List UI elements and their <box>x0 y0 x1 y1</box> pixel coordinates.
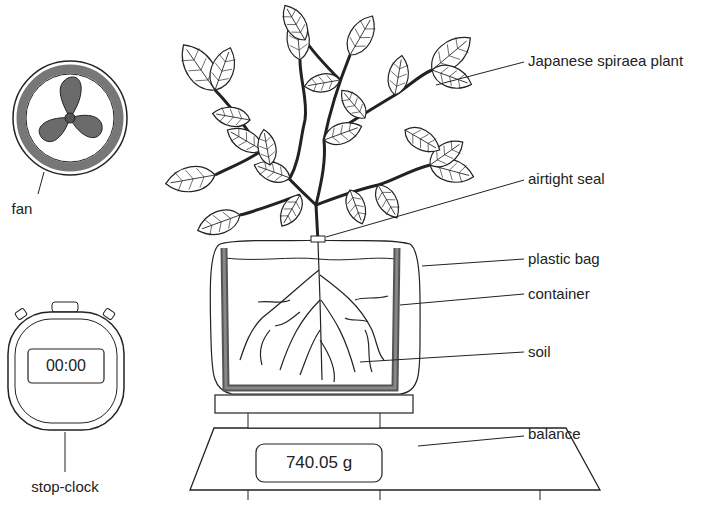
display-reading: 740.05 g <box>286 453 352 473</box>
part-label: plastic bag <box>528 250 600 268</box>
roots <box>240 242 388 382</box>
part-label: balance <box>528 425 581 443</box>
fan-drawing <box>13 61 127 194</box>
part-label: fan <box>12 200 33 218</box>
balance-display: 740.05 g <box>260 447 378 479</box>
leader-line <box>326 180 524 237</box>
display-reading: 00:00 <box>46 357 86 375</box>
leaves <box>164 0 479 240</box>
part-label: Japanese spiraea plant <box>528 52 683 70</box>
stop-clock-display: 00:00 <box>31 351 101 381</box>
part-label: stop-clock <box>31 478 99 496</box>
part-label: soil <box>528 343 551 361</box>
stop-clock-drawing <box>8 302 124 472</box>
part-label: container <box>528 285 590 303</box>
airtight-seal <box>311 236 325 242</box>
balance-drawing <box>190 395 600 500</box>
part-label: airtight seal <box>528 170 605 188</box>
bag-and-container <box>210 240 524 394</box>
leader-line <box>436 62 524 85</box>
stems <box>215 40 432 242</box>
